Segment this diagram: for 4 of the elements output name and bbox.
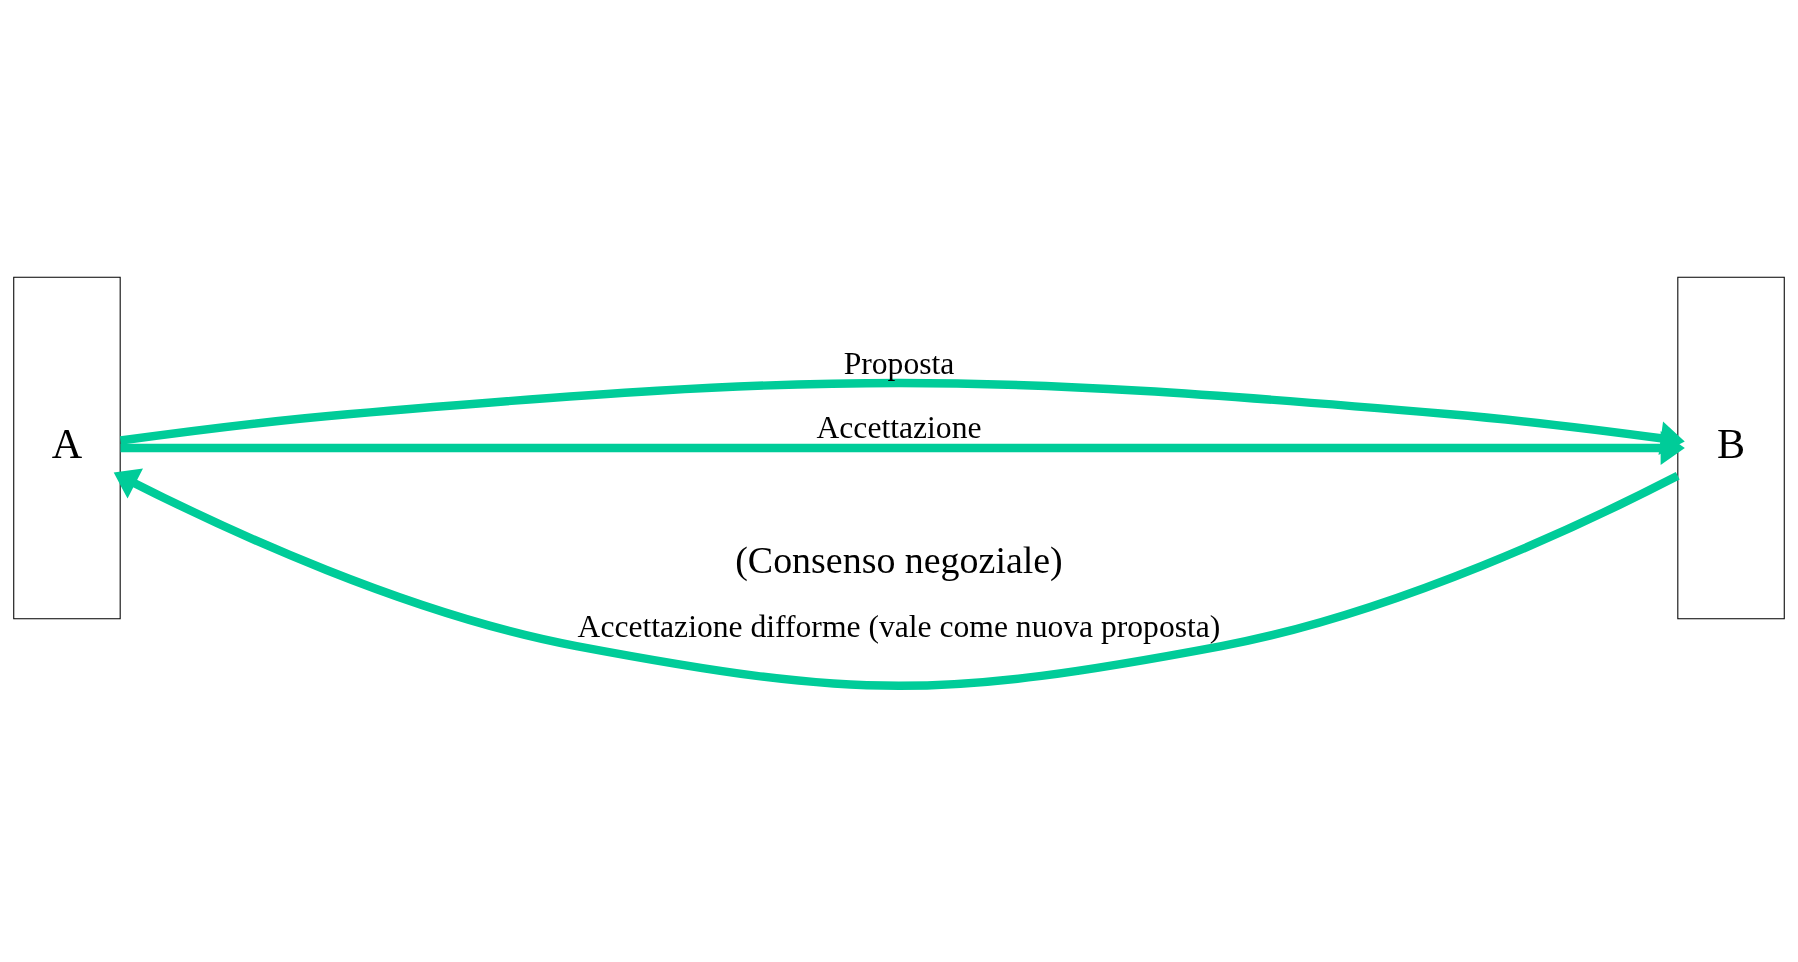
- label: (Consenso negoziale): [735, 538, 1063, 581]
- edge-label: Accettazione difforme (vale come nuova proposta): [577, 608, 1221, 644]
- edge-label: Proposta: [843, 345, 955, 381]
- edge-label: Accettazione: [816, 409, 982, 445]
